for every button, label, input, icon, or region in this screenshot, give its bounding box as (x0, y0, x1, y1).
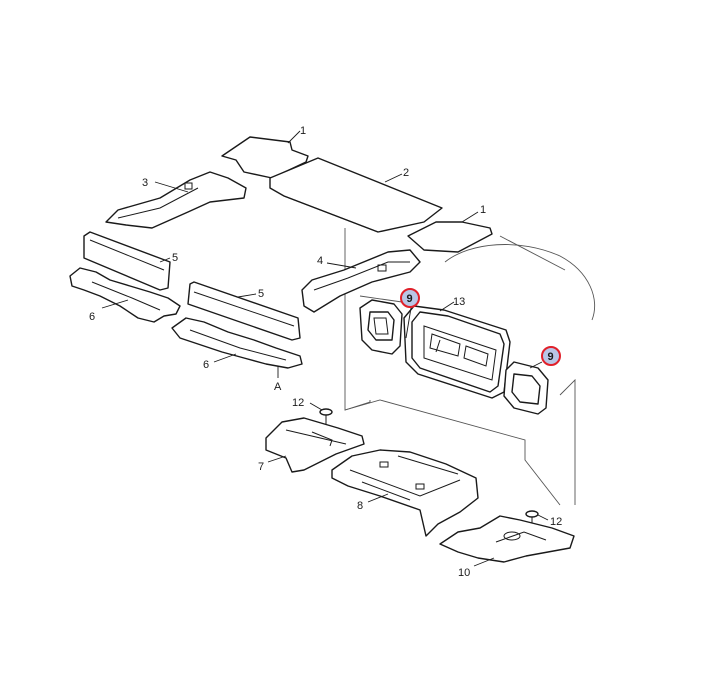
callout-1b: 1 (480, 204, 486, 216)
vehicle-body-outline (344, 228, 596, 506)
highlighted-callout-9-left[interactable]: 9 (400, 288, 420, 339)
callout-3: 3 (142, 177, 148, 189)
part-5-right-strip: 5 (187, 281, 301, 341)
callout-12b: 12 (550, 516, 562, 528)
callout-13: 13 (453, 296, 465, 308)
part-1-lower-pad: 1 (407, 204, 493, 253)
callout-8: 8 (357, 500, 363, 512)
part-8-tunnel-insulator: 8 (331, 449, 479, 537)
callout-A: A (274, 381, 282, 393)
part-6-right-insulator: 6 A (171, 317, 303, 393)
part-10-rear-insulator: 10 (439, 515, 575, 579)
callout-5a: 5 (172, 252, 178, 264)
callout-4: 4 (317, 255, 323, 267)
callout-9b: 9 (548, 351, 554, 363)
callout-1a: 1 (300, 125, 306, 137)
part-2-floor-panel: 2 (269, 157, 443, 233)
callout-9a: 9 (407, 293, 413, 305)
highlighted-callout-9-right[interactable]: 9 (529, 346, 561, 369)
part-9-left-grommet (359, 299, 403, 355)
part-9-right-grommet (503, 361, 549, 415)
callout-6a: 6 (89, 311, 95, 323)
callout-6b: 6 (203, 359, 209, 371)
part-6-left-insulator: 6 (69, 267, 181, 323)
part-5-left-strip: 5 (83, 231, 178, 291)
part-3-side-trim: 3 (105, 171, 247, 229)
callout-2: 2 (403, 167, 409, 179)
part-12-lower-fastener: 12 (525, 510, 562, 528)
part-7-floor-insulator: 7 (258, 417, 365, 473)
highlight-ring-9-right (541, 346, 561, 366)
part-1-upper-pad: 1 (221, 125, 309, 179)
part-12-upper-fastener: 12 (292, 397, 333, 424)
callout-5b: 5 (258, 288, 264, 300)
callout-7: 7 (258, 461, 264, 473)
highlight-ring-9-left (400, 288, 420, 308)
callout-10: 10 (458, 567, 470, 579)
part-13-window-seal: 13 (403, 296, 511, 399)
callout-12a: 12 (292, 397, 304, 409)
part-4-cross-member-trim: 4 (301, 249, 421, 313)
